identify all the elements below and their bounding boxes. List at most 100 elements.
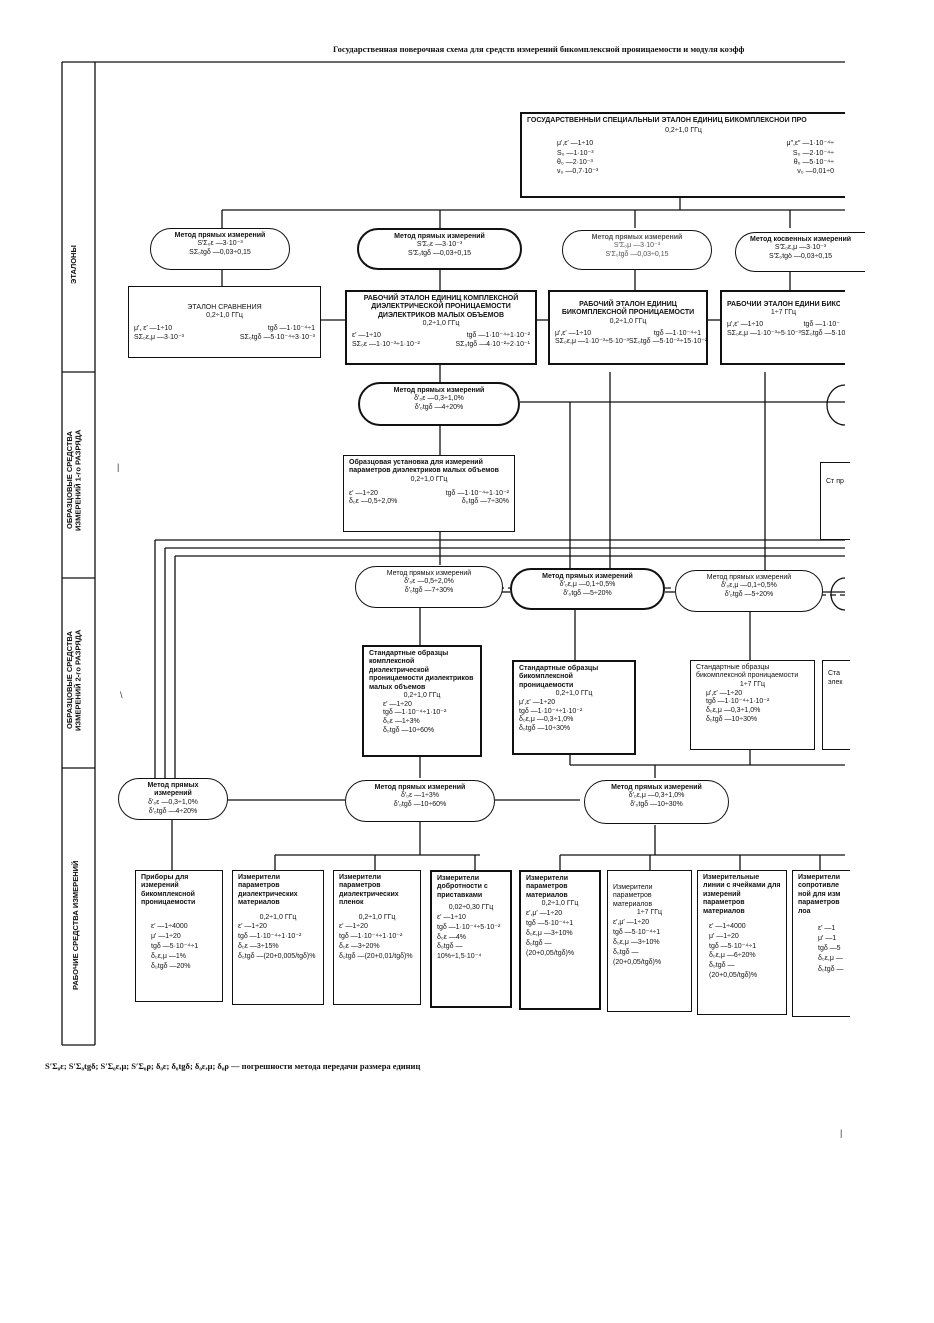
device-l2: μ′ —1 [818,935,837,943]
method-title: Метод прямых измерений [611,784,702,791]
samples-l2: tgδ —1·10⁻⁴÷1·10⁻² [383,709,447,717]
working-etalon-bicomplex-1-7-box: РАБОЧИЙ ЭТАЛОН ЕДИНИ БИКОМПЛЕКСНОЙ ПРОНИ… [720,290,845,365]
partial-box-rank1: Ст пр [820,462,850,540]
device-l3: δ₀ε,μ —3÷10% [526,930,573,938]
state-etalon-r1: μ″,ε″ —1·10⁻⁴÷ [786,140,834,148]
standard-samples-bicomplex-box: Стандартные образцы бикомплексной прониц… [512,660,636,755]
method-value-b: S′Σ₀tgδ —0,03÷0,15 [769,253,832,261]
etalon-l1: μ′,ε′ —1÷10 [555,329,592,337]
work-device-7: Измерительные линии с ячейками для измер… [697,870,787,1015]
method-title: Метод прямых измерений [394,233,485,240]
samples-l2: tgδ —1·10⁻⁴÷1·10⁻² [706,698,770,706]
samples-l4: δ₀tgδ —10÷60% [383,726,435,734]
state-etalon-freq: 0,2÷1,0 ГГц [665,127,702,135]
work-device-2: Измерители параметров диэлектрических ма… [232,870,324,1005]
method-pill-rank1: Метод прямых измерений δ′₀ε —0,3÷1,0% δ′… [358,382,520,426]
samples-l3: δ₀ε,μ —0,3÷1,0% [706,707,761,715]
work-device-1: Приборы для измерений бикомплексной прон… [135,870,223,1002]
device-l2: tgδ —1·10⁻⁴÷1·10⁻² [339,933,403,941]
device-freq: 0,2÷1,0 ГГц [358,913,396,921]
state-etalon-l3: θ₀ —2·10⁻³ [557,159,593,167]
etalon-r1: tgδ —1·10⁻ [803,321,840,329]
device-l1: ε′ —1 [818,924,836,932]
device-l3: tgδ —5 [818,945,841,953]
samples-l1: μ′,ε′ —1÷20 [706,689,743,697]
method-title: Метод косвенных измерений [750,236,851,243]
device-l4: δ₀ε,μ —1% [151,952,186,960]
device-freq: 0,2÷1,0 ГГц [541,900,579,908]
method-title: Метод прямых измерений [591,234,683,241]
method-pill-rank2-3: Метод прямых измерений δ′₀ε,μ —0,1÷0,5% … [675,570,823,612]
method-title: Метод прямых измерений [386,570,472,577]
samples-title: Стандартные образцы комплексной диэлектр… [369,650,474,691]
device-l2: tgδ —1·10⁻⁴÷1·10⁻² [238,933,302,941]
device-l4: δ₀tgδ —(20+0,05/tgδ)% [526,940,575,958]
method-value-b: SΣ₀tgδ —0,03÷0,15 [189,249,251,257]
device-l5: δ₀tgδ —20% [151,963,191,971]
device-freq: 0,2÷1,0 ГГц [259,913,297,921]
state-etalon-box: ГОСУДАРСТВЕННЫЙ СПЕЦИАЛЬНЫЙ ЭТАЛОН ЕДИНИ… [520,112,845,198]
method-title: Метод прямых измерений [374,784,466,791]
state-etalon-r4: ν₀ —0,01÷0 [797,168,834,176]
partial-text: Ста элек [828,670,843,686]
device-title: Измерители параметров диэлектрических пл… [339,874,399,907]
state-etalon-r2: S₀ —2·10⁻⁴÷ [792,149,834,157]
etalon-l1: ε′ —1÷10 [352,331,381,339]
method-value-a: δ′₀ε,μ —0,1÷0,5% [721,582,777,590]
setup-r1: tgδ —1·10⁻⁴÷1·10⁻² [445,489,509,497]
etalon-freq: 1÷7 ГГц [770,309,797,317]
samples-l1: ε′ —1÷20 [383,700,412,708]
device-l3: tgδ —5·10⁻⁴÷1 [709,942,757,950]
standard-samples-bicomplex-1-7-box: Стандартные образцы бикомплексной прониц… [690,660,815,750]
setup-l1: ε′ —1÷20 [349,489,378,497]
etalon-r1: tgδ —1·10⁻⁴÷1 [267,325,315,333]
device-l2: μ′ —1÷20 [709,932,739,940]
method-value-a: S′Σ₀ε —3·10⁻³ [416,241,463,249]
device-l3: tgδ —5·10⁻⁴÷1 [151,942,199,950]
work-device-6: Измерители параметров материалов 1÷7 ГГц… [607,870,692,1012]
work-device-5: Измерители параметров материалов 0,2÷1,0… [519,870,601,1010]
device-l5: δ₀tgδ —(20+0,05/tgδ)% [709,962,758,979]
work-device-4: Измерители добротности с приставками 0,0… [430,870,512,1008]
samples-title: Стандартные образцы бикомплексной прониц… [519,665,599,689]
footer-note: S′Σ₀ε; S′Σ₀tgδ; S′Σ₀ε,μ; S′Σ₀ρ; δ₀ε; δ₀t… [45,1061,421,1071]
device-title: Измерители добротности с приставками [437,875,488,899]
method-value-b: δ′₀tgδ —10÷30% [630,801,683,809]
state-etalon-l1: μ′,ε′ —1÷10 [557,140,594,148]
method-pill-rank2-1: Метод прямых измерений δ′₀ε —0,5÷2,0% δ′… [355,566,503,608]
device-l2: tgδ —1·10⁻⁴÷5·10⁻² [437,923,501,931]
device-l3: δ₀ε —3÷15% [238,942,279,950]
samples-freq: 0,2÷1,0 ГГц [555,690,593,698]
device-title: Измерители параметров материалов [613,884,653,908]
method-pill-etalon-4: Метод косвенных измерений S′Σ₀ε,μ —3·10⁻… [735,232,865,272]
method-title: Метод прямых измерений [706,574,792,581]
samples-l1: μ′,ε′ —1÷20 [519,698,556,706]
method-pill-work-1: Метод прямых измерений δ′₀ε —0,3÷1,0% δ′… [118,778,228,820]
method-title: Метод прямых измерений [174,232,266,239]
etalon-title: РАБОЧИЙ ЭТАЛОН ЕДИНИ БИКОМПЛЕКСНОЙ ПРОНИ… [727,301,840,308]
etalon-freq: 0,2÷1,0 ГГц [422,320,460,328]
samples-l4: δ₀tgδ —10÷30% [706,715,758,723]
method-value-a: δ′₀ε —0,3÷1,0% [148,798,198,806]
method-value-b: δ′₀tgδ —4÷20% [148,807,198,815]
standard-setup-box: Образцовая установка для измерений парам… [343,455,515,532]
work-device-8: Измерители сопротивле ной для изм параме… [792,870,850,1017]
etalon-r2: SΣ₀tgδ —5·10⁻⁴÷3·10⁻³ [239,333,315,341]
etalon-r1: tgδ —1·10⁻⁴÷1 [653,329,701,337]
method-value-a: δ′₀ε,μ —0,1÷0,5% [559,581,616,589]
device-title: Измерители сопротивле ной для изм параме… [798,874,841,915]
device-l2: μ′ —1÷20 [151,932,181,940]
state-etalon-l4: ν₀ —0,7·10⁻³ [557,168,599,176]
method-value-a: δ′₀ε —1÷3% [400,792,440,800]
working-etalon-small-volumes-box: РАБОЧИЙ ЭТАЛОН ЕДИНИЦ КОМПЛЕКСНОЙ ДИЭЛЕК… [345,290,537,365]
method-value-b: δ′₀tgδ —5÷20% [724,591,774,599]
etalon-l1: μ′,ε′ —1÷10 [727,321,764,329]
device-freq: 1÷7 ГГц [636,909,663,917]
device-l4: δ₀tgδ —(20+0,01/tgδ)% [339,952,413,960]
etalon-l2: SΣ₀ε,μ —1·10⁻³÷5·10⁻³ [727,329,801,337]
device-l3: δ₀ε —4% [437,933,466,941]
etalon-title: РАБОЧИЙ ЭТАЛОН ЕДИНИЦ БИКОМПЛЕКСНОЙ ПРОН… [561,301,695,317]
partial-text: Ст пр [826,478,844,485]
samples-l2: tgδ —1·10⁻⁴÷1·10⁻² [519,707,583,715]
